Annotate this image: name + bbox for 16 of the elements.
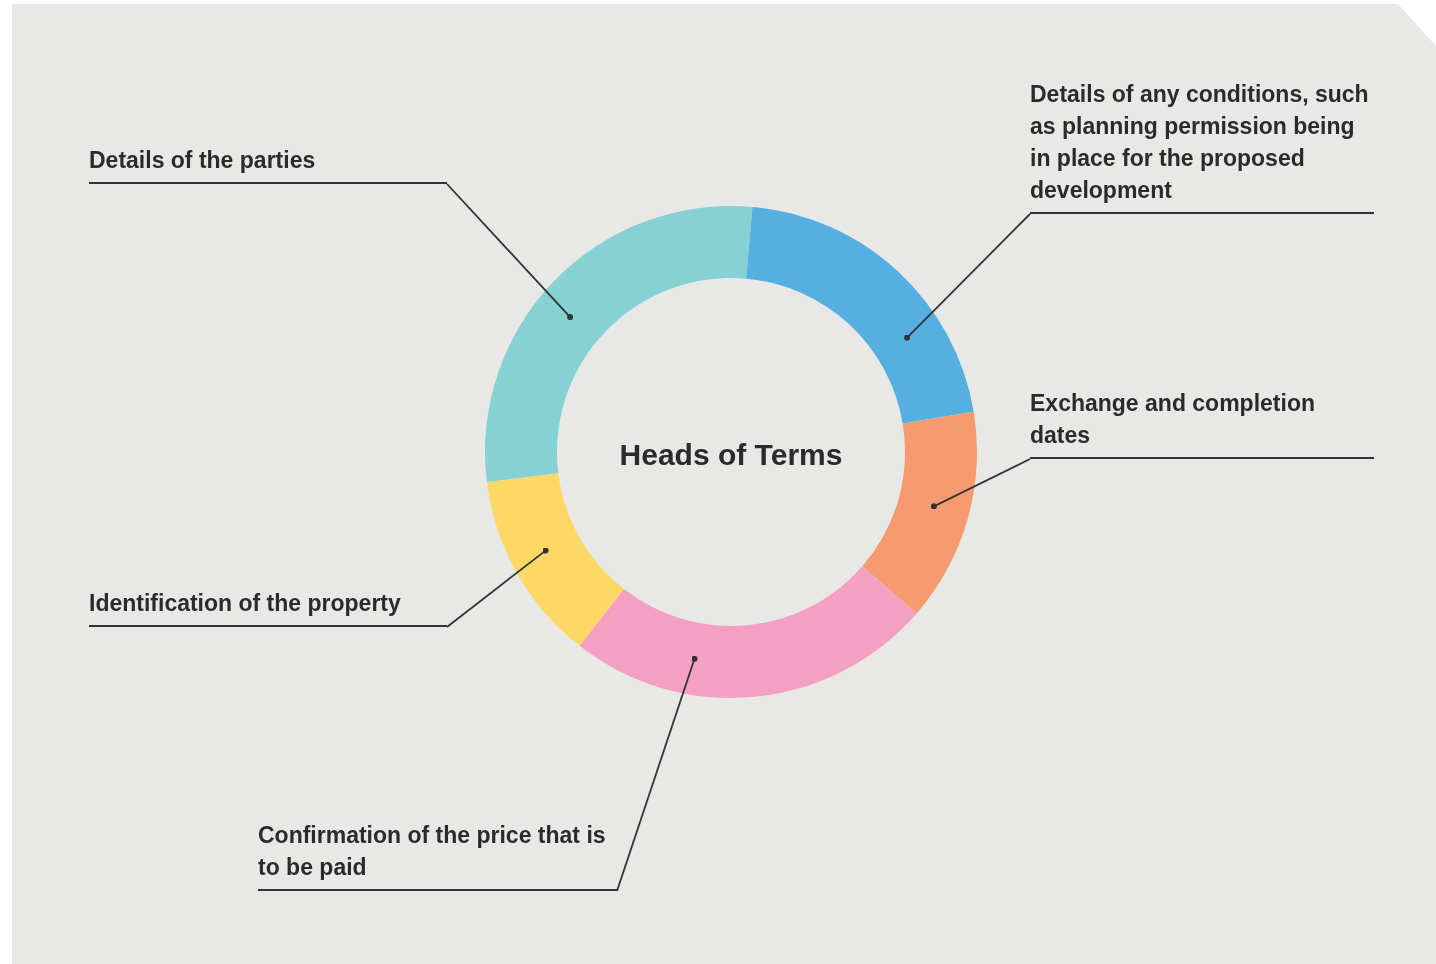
donut-segment [579,566,917,698]
callout-label: Identification of the property [89,578,447,627]
callout-label: Confirmation of the price that is to be paid [258,812,617,891]
callout-label: Exchange and completion dates [1030,378,1374,459]
leader-line [904,213,1031,341]
leader-line [930,458,1031,510]
donut-segment [486,473,624,646]
leader-line [446,547,549,628]
callout-label: Details of any conditions, such as planning permission being in place for the proposed development [1030,70,1374,214]
leader-line [446,183,574,320]
callout-label: Details of the parties [89,132,447,184]
leader-line [616,655,698,892]
center-title: Heads of Terms [571,430,891,480]
donut-segment [862,411,977,614]
donut-segment [746,206,974,424]
donut-segment [485,206,753,482]
